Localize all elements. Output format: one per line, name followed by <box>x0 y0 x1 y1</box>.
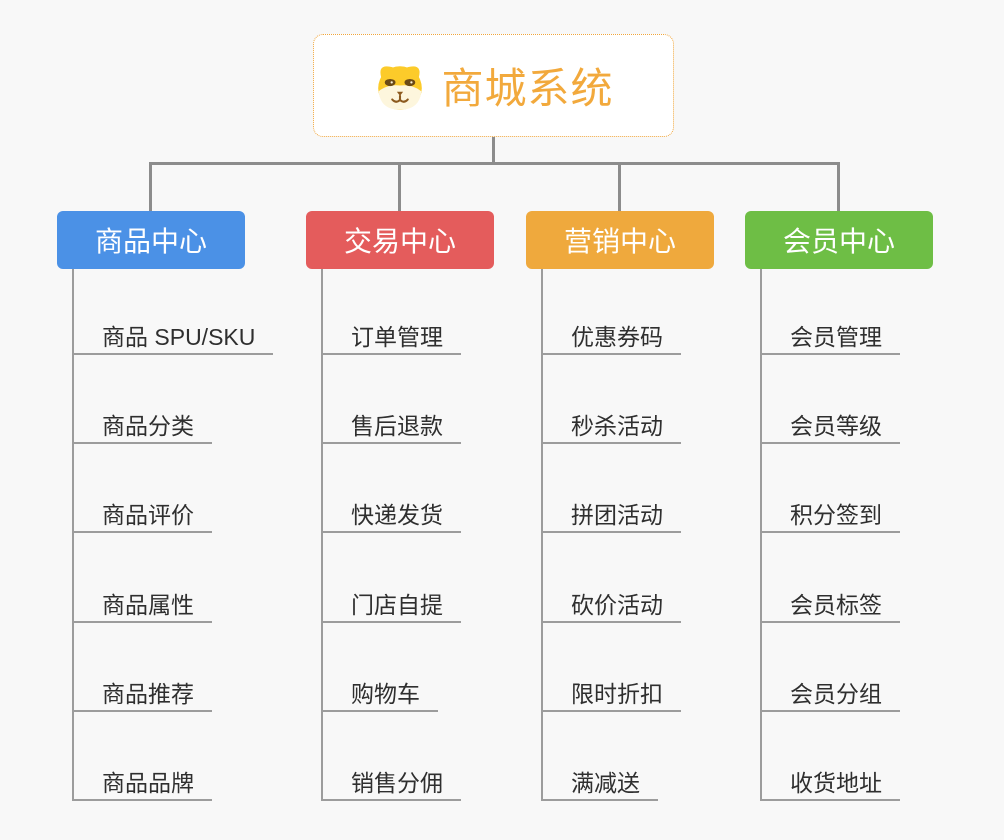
branch-item[interactable]: 商品属性 <box>72 587 212 623</box>
branch-trunk-line <box>72 269 74 801</box>
branch-item[interactable]: 会员管理 <box>760 319 900 355</box>
branch-item[interactable]: 会员标签 <box>760 587 900 623</box>
branch-trunk-line <box>760 269 762 801</box>
doge-face-icon <box>378 65 423 110</box>
root-connector-stem <box>492 137 495 163</box>
branch-node-product-center[interactable]: 商品中心 <box>57 211 245 269</box>
branch-node-member-center[interactable]: 会员中心 <box>745 211 933 269</box>
branch-drop-line <box>398 164 401 211</box>
branch-item[interactable]: 销售分佣 <box>321 765 461 801</box>
branch-item[interactable]: 拼团活动 <box>541 497 681 533</box>
branch-item[interactable]: 收货地址 <box>760 765 900 801</box>
branch-drop-line <box>149 164 152 211</box>
branch-item[interactable]: 秒杀活动 <box>541 408 681 444</box>
branch-trunk-line <box>541 269 543 801</box>
branch-item[interactable]: 门店自提 <box>321 587 461 623</box>
branch-item[interactable]: 商品品牌 <box>72 765 212 801</box>
branch-item[interactable]: 购物车 <box>321 676 438 712</box>
branch-item[interactable]: 积分签到 <box>760 497 900 533</box>
root-node[interactable]: 商城系统 <box>313 34 674 137</box>
branch-node-marketing-center[interactable]: 营销中心 <box>526 211 714 269</box>
branch-item[interactable]: 限时折扣 <box>541 676 681 712</box>
branch-trunk-line <box>321 269 323 801</box>
branch-item[interactable]: 售后退款 <box>321 408 461 444</box>
branch-item[interactable]: 快递发货 <box>321 497 461 533</box>
branch-connector-bar <box>149 162 840 165</box>
branch-item[interactable]: 商品评价 <box>72 497 212 533</box>
root-title: 商城系统 <box>441 65 614 112</box>
branch-item[interactable]: 订单管理 <box>321 319 461 355</box>
branch-member-center: 会员中心 会员管理 会员等级 积分签到 会员标签 会员分组 收货地址 <box>745 211 1004 811</box>
branch-item[interactable]: 商品 SPU/SKU <box>72 319 274 355</box>
branch-item[interactable]: 优惠券码 <box>541 319 681 355</box>
branch-item[interactable]: 砍价活动 <box>541 587 681 623</box>
branch-marketing-center: 营销中心 优惠券码 秒杀活动 拼团活动 砍价活动 限时折扣 满减送 <box>526 211 806 811</box>
branch-trade-center: 交易中心 订单管理 售后退款 快递发货 门店自提 购物车 销售分佣 <box>306 211 586 811</box>
branch-item[interactable]: 商品分类 <box>72 408 212 444</box>
branch-item[interactable]: 会员等级 <box>760 408 900 444</box>
branch-item[interactable]: 满减送 <box>541 765 658 801</box>
branch-product-center: 商品中心 商品 SPU/SKU 商品分类 商品评价 商品属性 商品推荐 商品品牌 <box>57 211 337 811</box>
branch-item[interactable]: 商品推荐 <box>72 676 212 712</box>
branch-drop-line <box>618 164 621 211</box>
branch-node-trade-center[interactable]: 交易中心 <box>306 211 494 269</box>
branch-drop-line <box>837 164 840 211</box>
branch-item[interactable]: 会员分组 <box>760 676 900 712</box>
